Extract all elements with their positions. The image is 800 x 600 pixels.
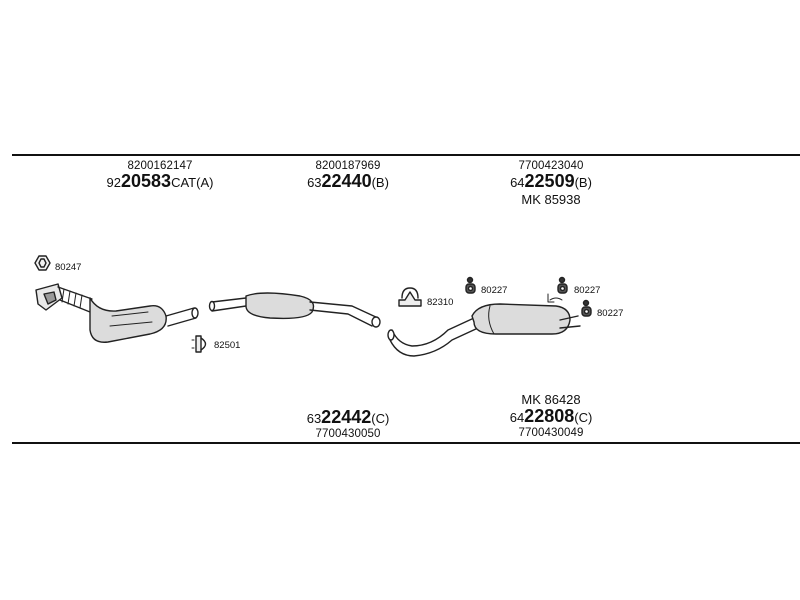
part-number: 9220583CAT(A) (106, 171, 214, 191)
hanger-label: 80227 (574, 285, 601, 296)
catalyst-assembly (35, 283, 199, 343)
gasket-icon (34, 255, 51, 271)
part-label-rear-silencer-alt: MK 86428 6422808(C) 7700430049 (510, 392, 593, 439)
clamp-label: 82310 (427, 297, 454, 308)
middle-silencer-assembly (208, 292, 381, 328)
part-label-middle-silencer: 8200187969 6322440(B) (307, 160, 389, 192)
ref-number: 8200162147 (127, 160, 193, 172)
ref-number: 7700423040 (518, 160, 584, 172)
ref-number: 8200187969 (315, 160, 381, 172)
ref-number: 7700430050 (315, 428, 381, 440)
clamp-label: 82501 (214, 340, 241, 351)
part-label-catalyst: 8200162147 9220583CAT(A) (107, 160, 214, 192)
part-number: 6422509(B) (510, 171, 592, 191)
part-label-middle-silencer-alt: 6322442(C) 7700430050 (307, 408, 390, 440)
mounting-kit-number: MK 86428 (521, 392, 581, 407)
hanger-label: 80227 (481, 285, 508, 296)
part-number: 6322442(C) (306, 407, 390, 427)
part-label-rear-silencer: 7700423040 6422509(B) MK 85938 (510, 160, 592, 207)
part-number: 6422808(C) (509, 406, 593, 426)
hanger-icon (465, 276, 476, 294)
top-rule (12, 154, 800, 156)
hanger-label: 80227 (597, 308, 624, 319)
hanger-icon (581, 299, 592, 317)
bottom-rule (12, 442, 800, 444)
ref-number: 7700430049 (518, 427, 584, 439)
mounting-kit-number: MK 85938 (521, 192, 581, 207)
clamp-icon (191, 335, 207, 353)
part-number: 6322440(B) (307, 171, 389, 191)
clamp-icon (398, 287, 422, 307)
gasket-label: 80247 (55, 262, 82, 273)
rear-silencer-assembly (387, 293, 581, 357)
hanger-icon (557, 276, 568, 294)
